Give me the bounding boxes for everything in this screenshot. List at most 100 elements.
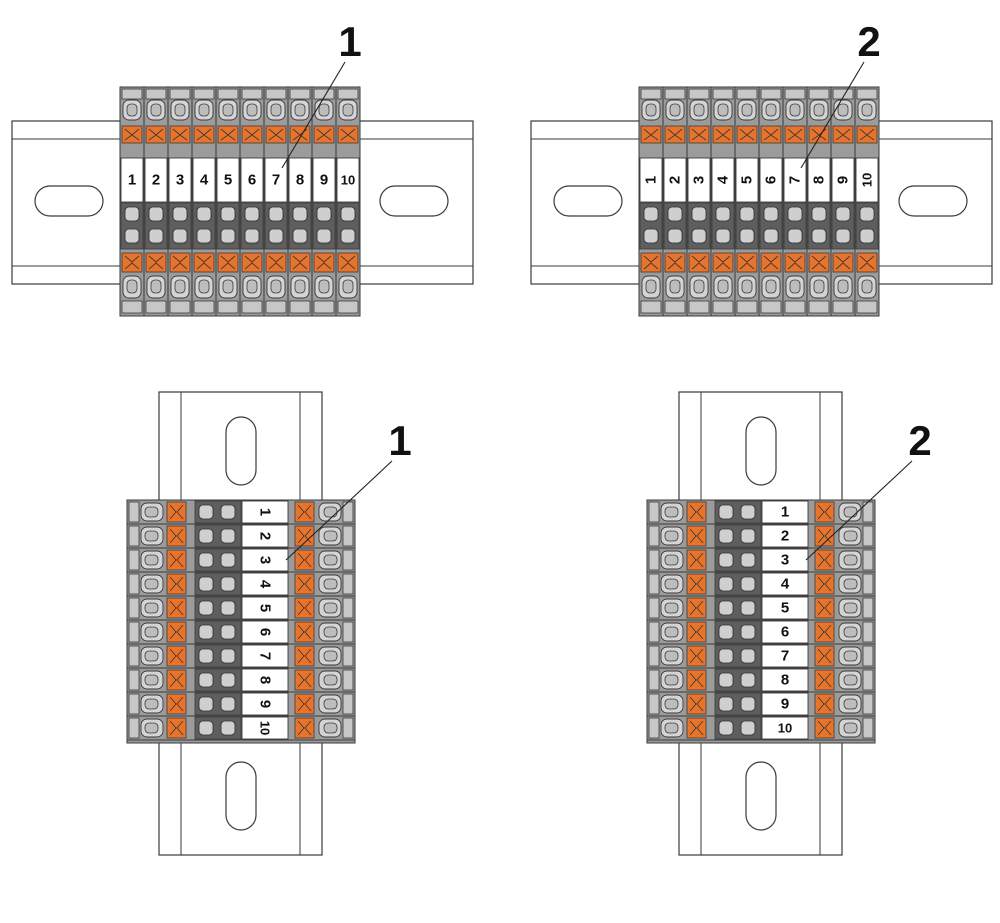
block-ridge — [265, 88, 287, 100]
lever-mark — [817, 552, 832, 568]
test-socket — [340, 206, 356, 222]
test-socket — [268, 206, 284, 222]
block-ridge — [342, 573, 354, 595]
lever-mark — [169, 528, 184, 544]
terminal-block: 8 — [126, 667, 356, 693]
marker-label: 9 — [257, 700, 274, 708]
terminal-block: 8 — [646, 667, 876, 693]
block-ridge — [856, 88, 878, 100]
test-socket — [835, 228, 851, 244]
block-ridge — [128, 621, 140, 643]
lever-mark — [244, 128, 260, 141]
marker-label: 1 — [781, 504, 789, 521]
callout-leader-line — [805, 460, 913, 561]
block-ridge — [313, 88, 335, 100]
clamp-opening — [126, 279, 138, 294]
test-socket — [740, 624, 756, 640]
test-socket — [316, 206, 332, 222]
clamp-opening — [664, 602, 679, 614]
marker-strip — [241, 596, 289, 620]
lever-mark — [715, 255, 731, 270]
marker-strip — [761, 716, 809, 740]
lever-mark — [169, 624, 184, 640]
clamp-opening — [144, 578, 159, 590]
marker-strip — [241, 668, 289, 692]
block-ridge — [128, 501, 140, 523]
marker-label: 10 — [860, 173, 875, 187]
test-socket — [740, 696, 756, 712]
test-socket — [244, 228, 260, 244]
marker-strip — [735, 157, 759, 203]
lever-mark — [196, 255, 212, 270]
clamp-opening — [645, 103, 657, 117]
block-ridge — [648, 597, 660, 619]
test-socket — [715, 206, 731, 222]
test-socket — [718, 528, 734, 544]
test-socket — [718, 552, 734, 568]
lever-mark — [297, 600, 312, 616]
clamp-opening — [150, 103, 162, 117]
block-ridge — [862, 645, 874, 667]
test-socket — [718, 504, 734, 520]
block-ridge — [121, 88, 143, 100]
clamp-opening — [144, 674, 159, 686]
clamp-opening — [323, 674, 338, 686]
terminal-block: 6 — [126, 619, 356, 645]
lever-mark — [763, 128, 779, 141]
marker-label: 3 — [691, 176, 708, 184]
test-socket — [220, 720, 236, 736]
marker-strip — [168, 157, 192, 203]
block-ridge — [193, 300, 215, 314]
clamp-opening — [741, 103, 753, 117]
clamp-opening — [664, 722, 679, 734]
test-socket — [787, 206, 803, 222]
marker-label: 7 — [787, 176, 804, 184]
block-ridge — [342, 549, 354, 571]
test-socket — [811, 228, 827, 244]
block-ridge — [862, 693, 874, 715]
clamp-opening — [789, 279, 801, 294]
lever-mark — [817, 624, 832, 640]
test-socket — [740, 552, 756, 568]
test-socket — [220, 648, 236, 664]
block-ridge — [712, 300, 734, 314]
terminal-block: 9 — [830, 86, 856, 317]
test-socket — [643, 206, 659, 222]
test-socket — [244, 206, 260, 222]
clamp-opening — [861, 279, 873, 294]
lever-mark — [220, 128, 236, 141]
marker-label: 4 — [715, 175, 732, 184]
clamp-opening — [342, 279, 354, 294]
lever-mark — [691, 128, 707, 141]
lever-mark — [689, 600, 704, 616]
clamp-opening — [270, 103, 282, 117]
callout-leader-line — [285, 460, 393, 561]
block-ridge — [862, 669, 874, 691]
marker-label: 4 — [781, 576, 790, 593]
marker-label: 5 — [781, 600, 789, 617]
block-ridge — [128, 693, 140, 715]
lever-mark — [667, 255, 683, 270]
lever-mark — [196, 128, 212, 141]
test-socket — [220, 504, 236, 520]
clamp-opening — [270, 279, 282, 294]
marker-label: 6 — [257, 628, 274, 636]
marker-strip — [761, 620, 809, 644]
test-socket — [859, 228, 875, 244]
marker-strip — [639, 157, 663, 203]
lever-mark — [689, 552, 704, 568]
terminal-block: 4 — [191, 86, 217, 317]
marker-label: 4 — [200, 172, 209, 189]
lever-mark — [811, 255, 827, 270]
test-socket — [198, 624, 214, 640]
block-ridge — [342, 693, 354, 715]
marker-strip — [192, 157, 216, 203]
test-socket — [220, 624, 236, 640]
terminal-block: 4 — [646, 571, 876, 597]
block-ridge — [736, 300, 758, 314]
lever-mark — [297, 504, 312, 520]
block-ridge — [128, 717, 140, 739]
test-socket — [715, 228, 731, 244]
clamp-opening — [144, 530, 159, 542]
